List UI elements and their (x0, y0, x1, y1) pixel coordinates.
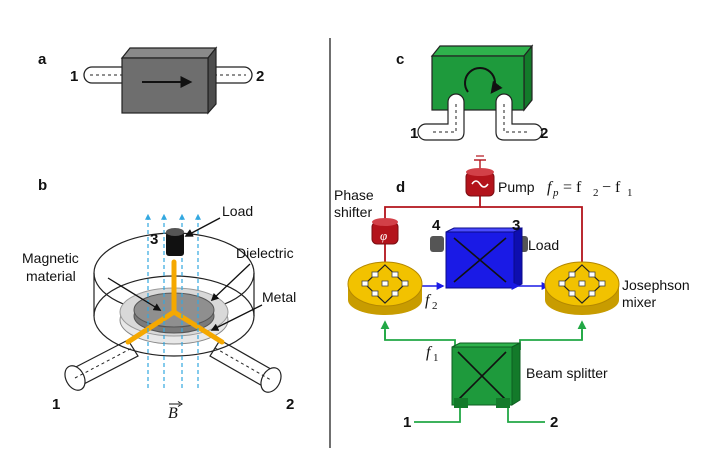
svg-text:2: 2 (432, 300, 438, 312)
panel-b-magnetic-label-2: material (26, 268, 76, 284)
panel-d-phase-shifter: φ (371, 218, 399, 245)
panel-b-dielectric-pointer (210, 263, 251, 302)
panel-a-letter: a (38, 51, 47, 68)
panel-d-pump-lines (384, 195, 583, 262)
panel-d-f2-label: f 2 (425, 292, 438, 312)
panel-c-block-top (430, 45, 534, 57)
panel-b-port-2: 2 (286, 396, 294, 413)
panel-b-magnetic-label-1: Magnetic (22, 250, 79, 266)
panel-b-metal-label: Metal (262, 289, 296, 305)
panel-d-port-1: 1 (403, 414, 411, 431)
panel-d-josephson-circulator: d Pump f p = f 2 − f 1 φ (334, 155, 690, 431)
svg-text:f: f (426, 344, 433, 361)
panel-b-magnetic-pointer (107, 277, 162, 311)
panel-b-circulator: b (22, 177, 296, 422)
panel-d-phi-symbol: φ (380, 228, 387, 243)
panel-d-port-2: 2 (550, 414, 558, 431)
panel-d-letter: d (396, 179, 405, 196)
panel-b-load-arrow (184, 217, 221, 237)
panel-b-metal-pointer (210, 304, 263, 331)
panel-a-port-1: 1 (70, 68, 78, 85)
panel-a-isolator: a 1 2 (38, 46, 264, 115)
panel-d-left-mixer (347, 261, 423, 315)
panel-d-port-3: 3 (512, 217, 520, 234)
panel-b-port1-waveguide (64, 339, 139, 391)
panel-a-block-side (207, 46, 217, 115)
svg-text:f: f (547, 179, 554, 196)
panel-d-pump-equation: f p = f 2 − f 1 (547, 179, 633, 199)
panel-d-right-mixer (544, 261, 620, 315)
panel-b-field-vector-arrow (169, 401, 183, 407)
panel-a-port-2: 2 (256, 68, 264, 85)
panel-b-field-label: B (168, 405, 178, 422)
panel-d-phase-label-2: shifter (334, 204, 372, 220)
svg-text:− f: − f (602, 179, 621, 196)
panel-c-waveguide-1 (417, 93, 465, 141)
panel-d-port-4: 4 (432, 217, 441, 234)
panel-b-dielectric-label: Dielectric (236, 245, 294, 261)
panel-d-josephson-label-1: Josephson (622, 277, 690, 293)
panel-b-port2-waveguide (209, 339, 282, 393)
panel-d-pump-label: Pump (498, 179, 535, 195)
panel-d-phase-label-1: Phase (334, 187, 374, 203)
panel-d-beam-splitter (451, 342, 521, 408)
panel-a-block-top (120, 47, 218, 59)
panel-c-port-2: 2 (540, 125, 548, 142)
panel-d-josephson-label-2: mixer (622, 294, 657, 310)
svg-text:1: 1 (433, 352, 439, 364)
panel-c-waveguide-2 (495, 93, 543, 141)
svg-text:f: f (425, 292, 432, 309)
svg-text:1: 1 (627, 187, 633, 199)
panel-c-block-side (523, 44, 533, 112)
panel-d-pump-source (465, 155, 495, 197)
svg-text:p: p (552, 187, 559, 199)
panel-c-rotation-arrow (464, 67, 503, 94)
panel-d-beam-splitter-label: Beam splitter (526, 365, 608, 381)
svg-text:2: 2 (593, 187, 599, 199)
panel-b-field-lines (145, 213, 201, 388)
panel-b-load-label: Load (222, 203, 253, 219)
panel-a-block-front (121, 57, 209, 114)
panel-b-port-3: 3 (150, 231, 158, 248)
panel-b-letter: b (38, 177, 47, 194)
panel-d-load-label: Load (528, 237, 559, 253)
svg-text:= f: = f (563, 179, 582, 196)
panel-b-port-1: 1 (52, 396, 60, 413)
panel-c-letter: c (396, 51, 404, 68)
panel-b-load (166, 228, 184, 256)
panel-c-port-1: 1 (410, 125, 418, 142)
panel-c-circulator: c 1 2 (396, 44, 548, 142)
panel-d-f1-label: f 1 (426, 344, 439, 364)
panel-d-hybrid-coupler (430, 227, 528, 289)
